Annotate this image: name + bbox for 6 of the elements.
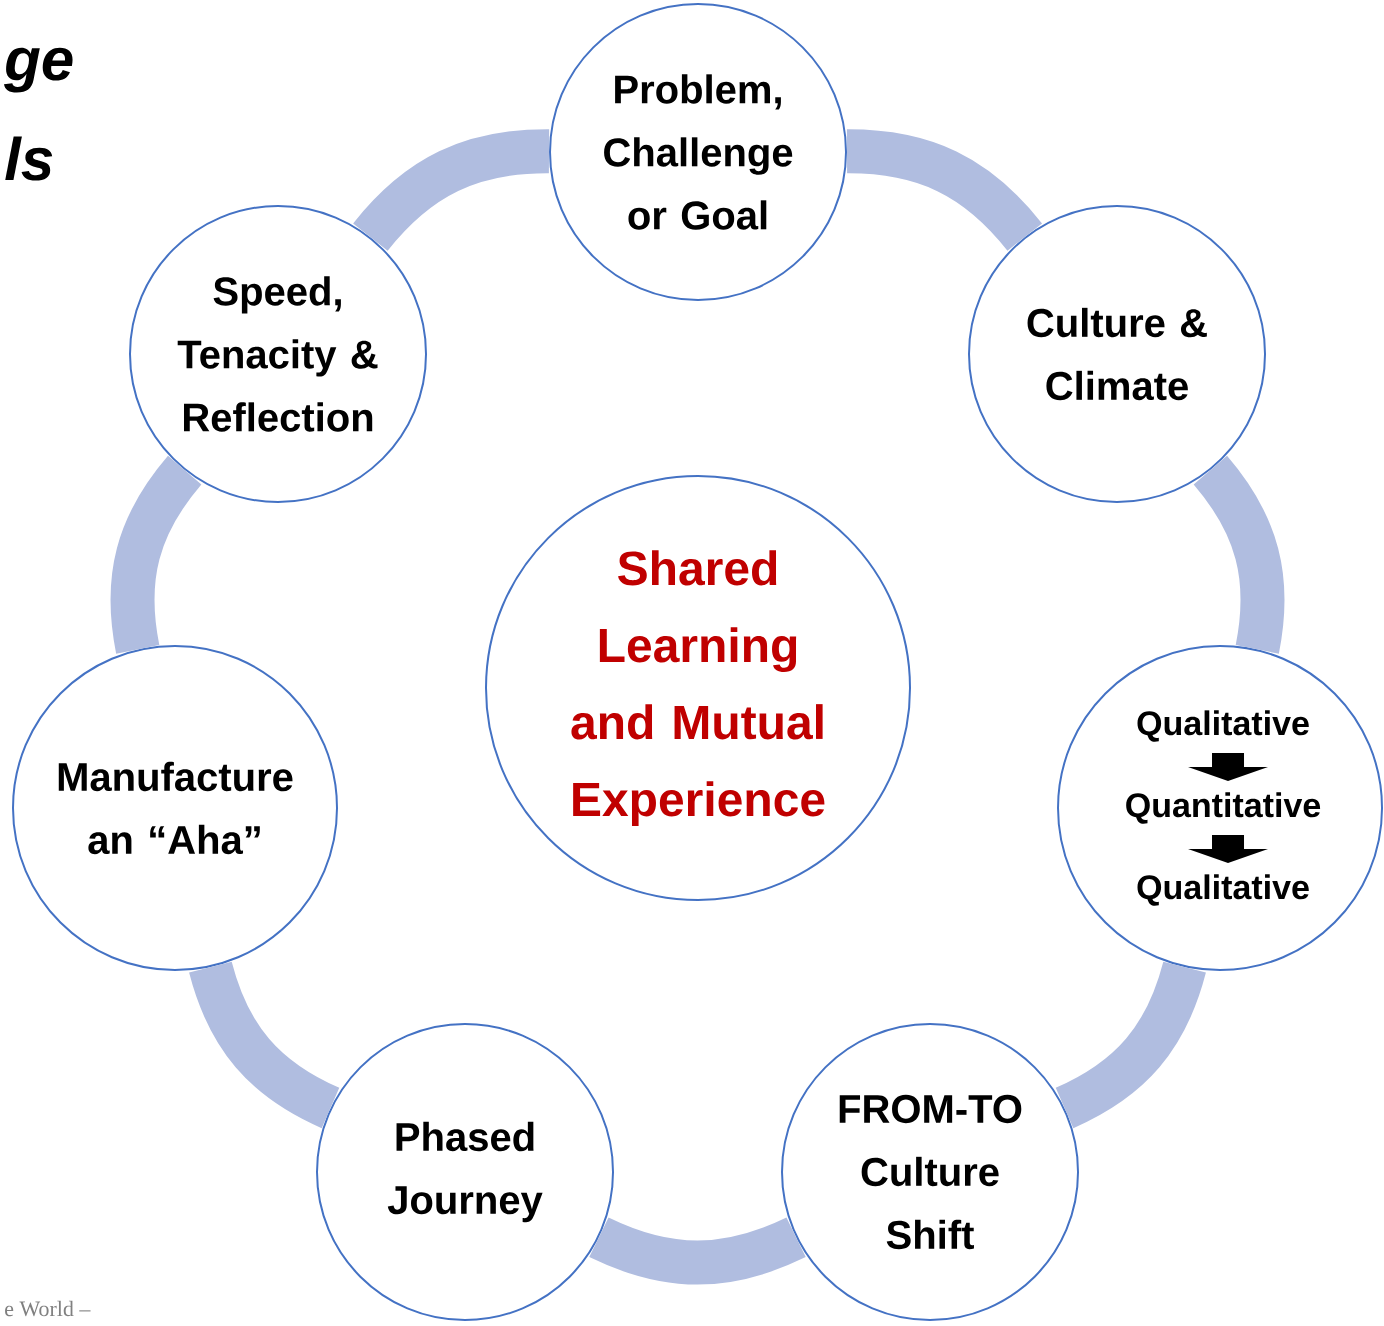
stage-label: Qualitative	[1137, 874, 1309, 906]
heading-fragment: ls	[5, 136, 53, 181]
stage-label: Qualitative	[1137, 710, 1309, 742]
heading-fragment: ge	[4, 47, 73, 93]
footer-fragment: e World –	[5, 1300, 91, 1317]
stage-label: Quantitative	[1126, 792, 1321, 824]
